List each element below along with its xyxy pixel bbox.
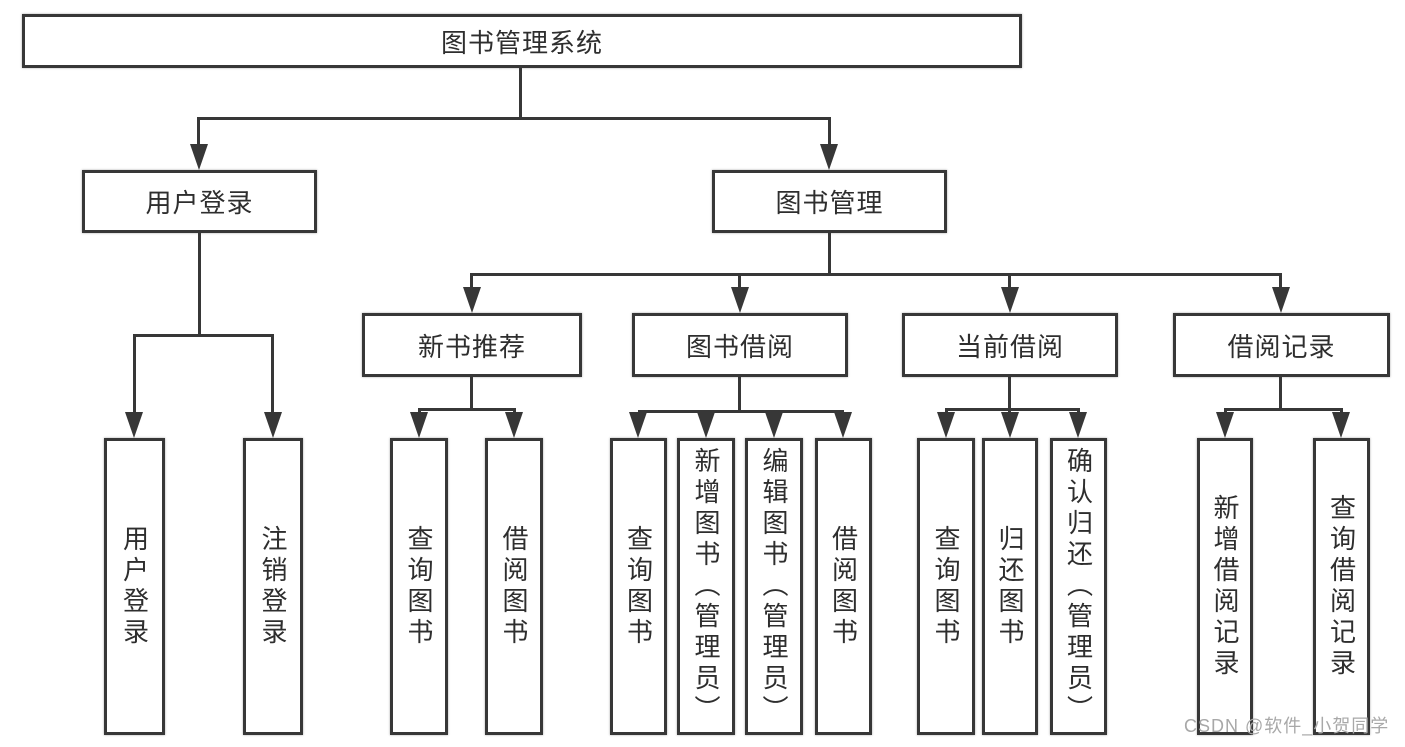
arrow-down-icon: [190, 144, 208, 170]
connector-line: [1279, 273, 1282, 289]
leaf-label: 归还图书: [995, 524, 1025, 649]
connector-line: [945, 408, 948, 414]
arrow-down-icon: [125, 412, 143, 438]
arrow-down-icon: [1216, 412, 1234, 438]
leaf-label: 注销登录: [258, 524, 288, 649]
connector-line: [738, 377, 741, 412]
arrow-down-icon: [629, 412, 647, 438]
connector-line: [1008, 273, 1011, 289]
arrow-down-icon: [820, 144, 838, 170]
leaf-confirm-return-admin: 确认归还（管理员）: [1050, 438, 1107, 735]
arrow-down-icon: [410, 412, 428, 438]
leaf-label: 确认归还（管理员）: [1063, 447, 1094, 726]
node-book-borrow: 图书借阅: [632, 313, 848, 377]
node-user-login: 用户登录: [82, 170, 317, 233]
node-root: 图书管理系统: [22, 14, 1022, 68]
node-borrow-records: 借阅记录: [1173, 313, 1390, 377]
leaf-label: 借阅图书: [828, 524, 859, 649]
arrow-down-icon: [1272, 287, 1290, 313]
connector-line: [470, 273, 473, 289]
arrow-down-icon: [765, 412, 783, 438]
watermark: CSDN @软件_小贺同学: [1184, 716, 1390, 736]
connector-line: [1008, 408, 1011, 414]
leaf-add-books-admin: 新增图书（管理员）: [677, 438, 735, 735]
leaf-return-books: 归还图书: [982, 438, 1038, 735]
leaf-query-borrow-record: 查询借阅记录: [1313, 438, 1370, 735]
leaf-label: 编辑图书（管理员）: [759, 447, 789, 726]
connector-line: [133, 334, 136, 413]
leaf-borrow-books-recommend: 借阅图书: [485, 438, 543, 735]
connector-line: [1224, 408, 1227, 414]
connector-line: [1077, 408, 1080, 414]
leaf-label: 查询图书: [404, 524, 434, 649]
connector-line: [738, 273, 741, 289]
connector-line: [418, 408, 516, 411]
connector-line: [271, 334, 274, 413]
connector-line: [197, 117, 200, 146]
arrow-down-icon: [1069, 412, 1087, 438]
connector-line: [1340, 408, 1343, 414]
connector-line: [828, 117, 831, 146]
connector-line: [470, 377, 473, 410]
node-new-book-recommend: 新书推荐: [362, 313, 582, 377]
leaf-query-books-recommend: 查询图书: [390, 438, 448, 735]
connector-line: [418, 408, 421, 414]
connector-line: [471, 273, 1282, 276]
connector-line: [197, 117, 831, 120]
arrow-down-icon: [264, 412, 282, 438]
connector-line: [828, 233, 831, 275]
connector-line: [133, 334, 274, 337]
arrow-down-icon: [505, 412, 523, 438]
leaf-query-books-borrow: 查询图书: [610, 438, 667, 735]
node-current-borrow: 当前借阅: [902, 313, 1118, 377]
leaf-label: 新增图书（管理员）: [691, 447, 721, 726]
connector-line: [1008, 377, 1011, 410]
connector-line: [1224, 408, 1343, 411]
leaf-label: 查询图书: [623, 524, 654, 649]
arrow-down-icon: [1001, 287, 1019, 313]
leaf-user-login: 用户登录: [104, 438, 165, 735]
leaf-add-borrow-record: 新增借阅记录: [1197, 438, 1253, 735]
arrow-down-icon: [937, 412, 955, 438]
leaf-label: 查询借阅记录: [1326, 493, 1357, 680]
leaf-label: 查询图书: [931, 524, 961, 649]
leaf-logout: 注销登录: [243, 438, 303, 735]
arrow-down-icon: [463, 287, 481, 313]
leaf-borrow-books: 借阅图书: [815, 438, 872, 735]
arrow-down-icon: [1001, 412, 1019, 438]
leaf-label: 用户登录: [119, 524, 150, 649]
arrow-down-icon: [1332, 412, 1350, 438]
connector-line: [513, 408, 516, 414]
connector-line: [1279, 377, 1282, 410]
connector-line: [198, 233, 201, 336]
connector-line: [638, 410, 844, 413]
leaf-query-books-current: 查询图书: [917, 438, 975, 735]
leaf-label: 新增借阅记录: [1210, 493, 1240, 680]
leaf-edit-books-admin: 编辑图书（管理员）: [745, 438, 803, 735]
arrow-down-icon: [697, 412, 715, 438]
arrow-down-icon: [731, 287, 749, 313]
arrow-down-icon: [834, 412, 852, 438]
connector-line: [945, 408, 1080, 411]
leaf-label: 借阅图书: [499, 524, 529, 649]
node-book-management: 图书管理: [712, 170, 947, 233]
connector-line: [519, 68, 522, 119]
